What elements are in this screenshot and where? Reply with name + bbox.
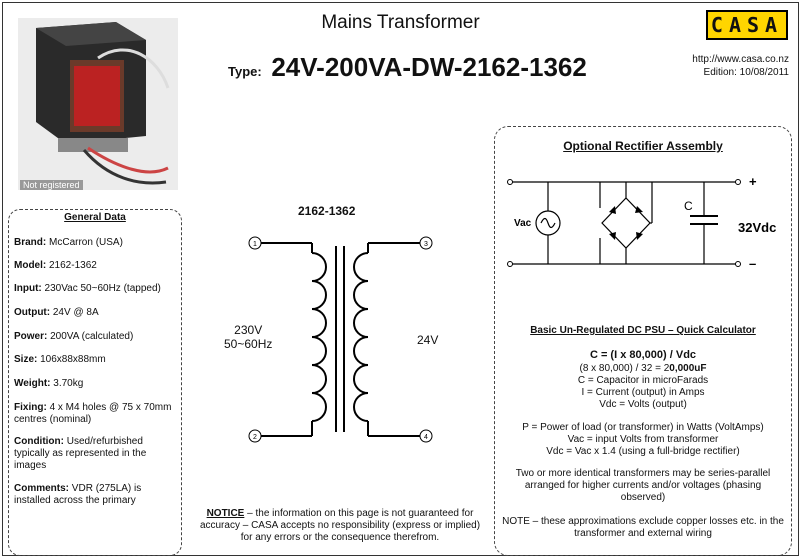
logo-text: CASA bbox=[710, 13, 784, 37]
general-item: Size: 106x88x88mm bbox=[14, 354, 106, 365]
pin-4-label: 4 bbox=[424, 434, 428, 441]
calc-formula: C = (I x 80,000) / Vdc bbox=[589, 349, 697, 361]
type-line: Type: 24V-200VA-DW-2162-1362 bbox=[228, 52, 587, 83]
transformer-photo bbox=[18, 18, 178, 190]
ac-in-bottom-terminal bbox=[507, 261, 513, 267]
casa-logo: CASA bbox=[706, 10, 788, 40]
calc-copper-note: NOTE – these approximations exclude copp… bbox=[502, 516, 784, 539]
general-data-box bbox=[8, 209, 182, 556]
calculator-title: Basic Un-Regulated DC PSU – Quick Calcul… bbox=[530, 325, 756, 336]
calc-line: I = Current (output) in Amps bbox=[581, 387, 705, 398]
calc-series-note: Two or more identical transformers may b… bbox=[515, 468, 771, 503]
rectifier-box bbox=[494, 126, 792, 556]
dc-plus-terminal bbox=[735, 179, 741, 185]
calc-line: Vac = input Volts from transformer bbox=[567, 434, 719, 445]
diode-2-icon bbox=[635, 206, 643, 213]
primary-label: 230V 50~60Hz bbox=[224, 323, 273, 351]
calc-line: Vdc = Vac x 1.4 (using a full-bridge rec… bbox=[546, 446, 740, 457]
out-voltage-label: 32Vdc bbox=[738, 220, 776, 235]
type-label: Type: bbox=[228, 64, 262, 79]
minus-label: – bbox=[749, 256, 756, 271]
general-item: Output: 24V @ 8A bbox=[14, 307, 99, 318]
general-item: Input: 230Vac 50~60Hz (tapped) bbox=[14, 283, 161, 294]
general-item: Power: 200VA (calculated) bbox=[14, 331, 134, 342]
vac-label: Vac bbox=[514, 218, 532, 229]
pin-3-terminal bbox=[419, 236, 433, 250]
diode-1-icon bbox=[609, 206, 616, 214]
pin-1-label: 1 bbox=[253, 241, 257, 248]
general-data-title: General Data bbox=[64, 212, 126, 223]
pin-2-label: 2 bbox=[253, 434, 257, 441]
winding-diagram: 1 2 3 4 bbox=[248, 236, 433, 443]
rectifier-title: Optional Rectifier Assembly bbox=[563, 139, 723, 153]
dc-minus-terminal bbox=[735, 261, 741, 267]
general-item: Comments: VDR (275LA) is installed acros… bbox=[14, 483, 142, 506]
general-item: Fixing: 4 x M4 holes @ 75 x 70mm centres… bbox=[14, 402, 172, 425]
header-meta: http://www.casa.co.nz Edition: 10/08/201… bbox=[692, 53, 789, 79]
pin-3-label: 3 bbox=[424, 241, 428, 248]
calc-line: P = Power of load (or transformer) in Wa… bbox=[522, 422, 764, 433]
calc-line: Vdc = Volts (output) bbox=[599, 399, 687, 410]
page-title: Mains Transformer bbox=[321, 12, 480, 33]
diode-3-icon bbox=[609, 232, 616, 240]
calc-example: (8 x 80,000) / 32 = 20,000uF bbox=[579, 363, 707, 374]
type-code: 24V-200VA-DW-2162-1362 bbox=[271, 52, 587, 82]
secondary-label: 24V bbox=[417, 333, 439, 347]
diode-4-icon bbox=[636, 232, 643, 240]
diagram-title: 2162-1362 bbox=[298, 204, 356, 218]
general-item: Weight: 3.70kg bbox=[14, 378, 84, 389]
general-item: Brand: McCarron (USA) bbox=[14, 237, 123, 248]
photo-caption: Not registered bbox=[20, 180, 83, 190]
pin-2-terminal bbox=[248, 429, 262, 443]
pin-1-terminal bbox=[248, 236, 262, 250]
general-item: Model: 2162-1362 bbox=[14, 260, 97, 271]
rectifier-schematic: Vac C 32Vdc + – bbox=[507, 174, 776, 271]
calc-line: C = Capacitor in microFarads bbox=[577, 375, 709, 386]
ac-in-top-terminal bbox=[507, 179, 513, 185]
plus-label: + bbox=[749, 174, 757, 189]
website-link[interactable]: http://www.casa.co.nz bbox=[692, 54, 789, 65]
cap-label: C bbox=[684, 199, 693, 213]
edition-date: Edition: 10/08/2011 bbox=[703, 67, 789, 78]
general-item: Condition: Used/refurbished typically as… bbox=[14, 436, 147, 471]
pin-4-terminal bbox=[419, 429, 433, 443]
notice-text: NOTICE – the information on this page is… bbox=[199, 508, 481, 543]
